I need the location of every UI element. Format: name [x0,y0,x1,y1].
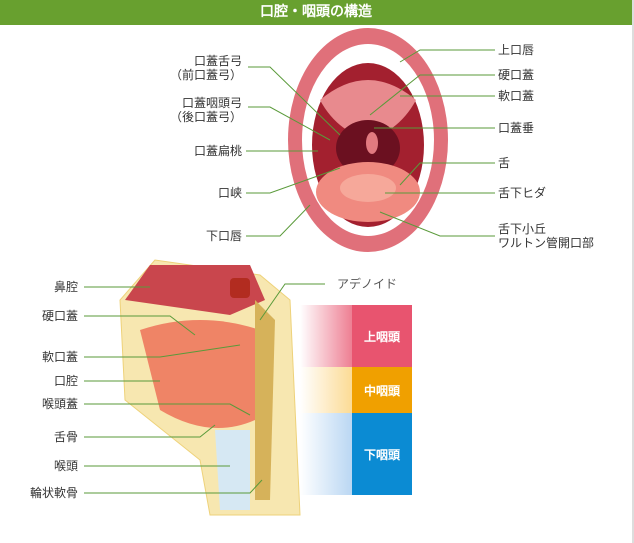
page-title: 口腔・咽頭の構造 [0,0,632,25]
open-mouth-illustration [288,28,448,252]
label-hard-palate-section: 硬口蓋 [41,309,78,323]
label-hard-palate: 硬口蓋 [498,68,535,82]
region-nasopharynx: 上咽頭 [352,305,412,367]
label-lower-lip: 下口唇 [205,229,242,243]
label-upper-lip: 上口唇 [498,43,535,57]
label-sublingual-fold: 舌下ヒダ [498,186,547,200]
label-oral-cavity: 口腔 [53,374,78,388]
label-palatoglossal-arch: 口蓋舌弓（前口蓋弓） [169,54,242,82]
label-soft-palate: 軟口蓋 [498,89,535,103]
label-sublingual-caruncle: 舌下小丘ワルトン管開口部 [498,222,595,250]
label-nasal-cavity: 鼻腔 [53,280,78,294]
label-adenoid: アデノイド [337,277,398,291]
sagittal-head-section [119,259,352,516]
label-palatopharyngeal-arch: 口蓋咽頭弓（後口蓋弓） [169,96,242,124]
leader-lines [84,49,495,494]
label-cricoid-cartilage: 輪状軟骨 [29,486,78,500]
label-fauces: 口峡 [217,186,242,200]
label-soft-palate-section: 軟口蓋 [41,350,78,364]
label-epiglottis: 喉頭蓋 [41,397,78,411]
label-uvula: 口蓋垂 [498,121,535,135]
label-tongue: 舌 [498,156,511,170]
region-oropharynx: 中咽頭 [352,367,412,413]
scrollbar-edge [632,0,634,543]
label-hyoid-bone: 舌骨 [53,430,78,444]
region-hypopharynx: 下咽頭 [352,413,412,495]
label-palatine-tonsil: 口蓋扁桃 [193,144,242,158]
label-larynx: 喉頭 [53,459,78,473]
